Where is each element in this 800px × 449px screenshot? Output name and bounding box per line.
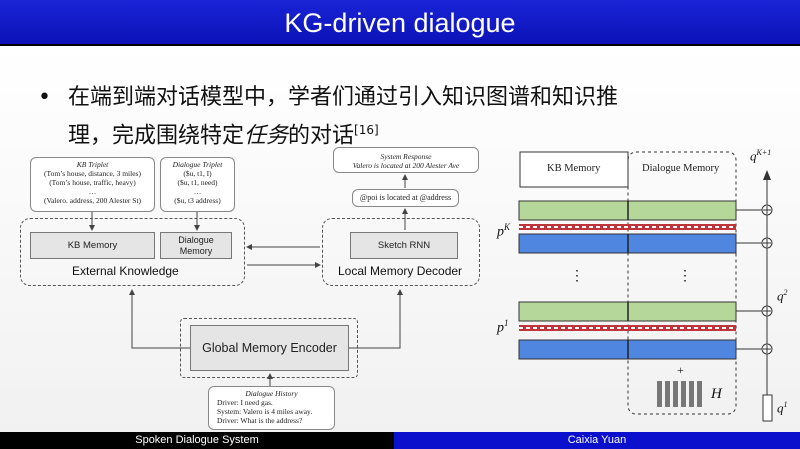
dots-left: ⋮ bbox=[570, 269, 584, 284]
arrow-encoder-to-knowledge bbox=[129, 289, 190, 349]
q1-box bbox=[762, 394, 773, 422]
external-knowledge-label: External Knowledge bbox=[72, 264, 179, 278]
pk-text: p bbox=[497, 224, 504, 240]
h-bar bbox=[681, 381, 686, 407]
slide-title: KG-driven dialogue bbox=[0, 0, 800, 46]
footer-author: Caixia Yuan bbox=[394, 432, 800, 449]
q2-text: q bbox=[777, 288, 784, 304]
q2-label: q2 bbox=[777, 288, 788, 304]
kb-triplet-line: … bbox=[88, 187, 97, 196]
dialogue-triplet-line: ($u, t1, I) bbox=[183, 169, 212, 178]
h-bar bbox=[657, 381, 662, 407]
dialogue-memory-label: Dialogue Memory bbox=[178, 235, 214, 256]
arrow-encoder-to-decoder bbox=[349, 289, 403, 349]
h-bar bbox=[697, 381, 702, 407]
dots-right: ⋮ bbox=[678, 269, 692, 284]
dialogue-memory-region bbox=[627, 151, 737, 415]
h-bars bbox=[657, 381, 702, 407]
citation: [16] bbox=[354, 123, 379, 137]
kb-triplet-line: (Tom’s house, traffic, heavy) bbox=[49, 178, 136, 187]
pk-sup: K bbox=[504, 222, 511, 232]
p1-label: p1 bbox=[497, 318, 509, 337]
right-dialogue-memory-label: Dialogue Memory bbox=[642, 163, 720, 174]
qk1-sup: K+1 bbox=[756, 148, 772, 157]
kb-memory-box: KB Memory bbox=[30, 232, 155, 259]
bullet-text: • 在端到端对话模型中，学者们通过引入知识图谱和知识推 理，完成围绕特定任务的对… bbox=[38, 82, 758, 152]
plus-sign: + bbox=[677, 363, 684, 377]
dialogue-triplet-line: … bbox=[193, 187, 202, 196]
dialogue-history-box: Dialogue History Driver: I need gas. Sys… bbox=[208, 386, 335, 430]
qk1-text: q bbox=[750, 148, 757, 164]
system-response-text: Valero is located at 200 Alester Ave bbox=[352, 161, 460, 170]
kb-triplet-line: (Tom’s house, distance, 3 miles) bbox=[44, 169, 141, 178]
p1-sup: 1 bbox=[504, 318, 509, 328]
h-bar bbox=[673, 381, 678, 407]
kb-memory-label: KB Memory bbox=[67, 240, 118, 251]
dialogue-history-line: System: Valero is 4 miles away. bbox=[217, 407, 313, 416]
q2-sup: 2 bbox=[783, 288, 788, 297]
qk1-label: qK+1 bbox=[750, 148, 771, 164]
external-knowledge-group bbox=[20, 218, 245, 286]
dialogue-triplet-box: Dialogue Triplet ($u, t1, I) ($u, t1, ne… bbox=[160, 157, 235, 212]
footer-course: Spoken Dialogue System bbox=[0, 432, 394, 449]
local-memory-decoder-label: Local Memory Decoder bbox=[338, 264, 463, 278]
local-memory-decoder-group bbox=[322, 218, 480, 286]
dialogue-memory-box: Dialogue Memory bbox=[160, 232, 232, 259]
sketch-text: @poi is located at @address bbox=[359, 193, 452, 202]
kb-triplet-box: KB Triplet (Tom’s house, distance, 3 mil… bbox=[30, 157, 155, 212]
system-response-title: System Response bbox=[380, 152, 432, 161]
right-kb-memory-label: KB Memory bbox=[547, 163, 601, 174]
p1-text: p bbox=[497, 320, 504, 336]
h-bar bbox=[689, 381, 694, 407]
global-memory-encoder-label: Global Memory Encoder bbox=[202, 341, 337, 355]
dialogue-history-title: Dialogue History bbox=[245, 389, 298, 398]
bullet-dot: • bbox=[38, 85, 51, 110]
bullet-line-2b: 任务 bbox=[244, 123, 289, 149]
bullet-line-2c: 的对话 bbox=[288, 123, 355, 149]
kb-triplet-line: (Valero. address, 200 Alester St) bbox=[43, 196, 142, 205]
sketch-rnn-box: Sketch RNN bbox=[350, 232, 458, 259]
bullet-line-2a: 理，完成围绕特定 bbox=[68, 123, 245, 149]
dialogue-triplet-line: ($u, t3 address) bbox=[174, 196, 221, 205]
bullet-line-1: 在端到端对话模型中，学者们通过引入知识图谱和知识推 bbox=[68, 85, 619, 110]
dialogue-triplet-title: Dialogue Triplet bbox=[172, 160, 223, 169]
query-arrowhead bbox=[763, 170, 771, 180]
q1-label: q1 bbox=[777, 400, 788, 416]
h-label: H bbox=[711, 386, 722, 402]
global-memory-encoder-box: Global Memory Encoder bbox=[190, 325, 349, 371]
pk-label: pK bbox=[497, 222, 510, 241]
dialogue-history-line: Driver: I need gas. bbox=[217, 398, 273, 407]
q1-sup: 1 bbox=[783, 400, 788, 409]
sketch-box: @poi is located at @address bbox=[352, 189, 459, 207]
kb-memory-header bbox=[519, 151, 629, 188]
q1-text: q bbox=[777, 400, 784, 416]
sketch-rnn-label: Sketch RNN bbox=[377, 240, 431, 251]
kb-triplet-title: KB Triplet bbox=[76, 160, 109, 169]
dialogue-history-line: Driver: What is the address? bbox=[217, 416, 303, 425]
system-response-box: System Response Valero is located at 200… bbox=[333, 147, 479, 173]
h-bar bbox=[665, 381, 670, 407]
dialogue-triplet-line: ($u, t1, need) bbox=[177, 178, 218, 187]
footer: Spoken Dialogue System Caixia Yuan bbox=[0, 432, 800, 449]
